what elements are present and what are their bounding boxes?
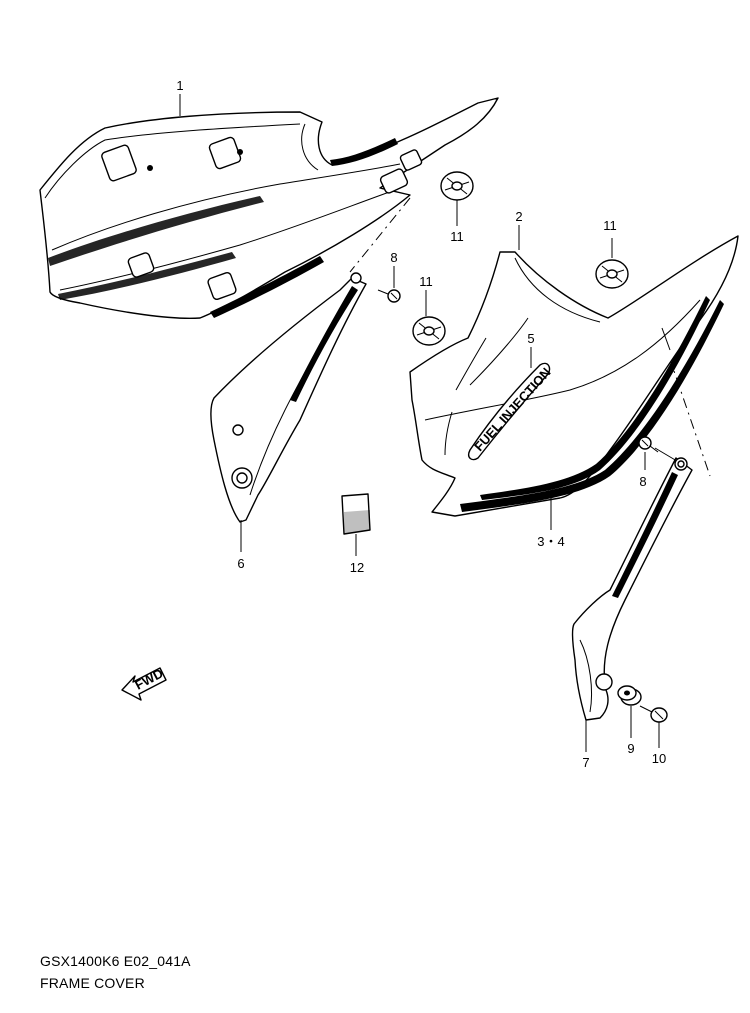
- callout-11b: 11: [603, 218, 617, 233]
- callout-8a: 8: [390, 250, 397, 265]
- part-11-grommet: [440, 171, 474, 201]
- part-6-frame-cover-left: [210, 272, 367, 523]
- diagram-code: GSX1400K6 E02_041A: [40, 953, 191, 969]
- callout-6: 6: [237, 556, 244, 571]
- callout-3-4: 3・4: [537, 534, 564, 549]
- part-9-bushing: [617, 685, 642, 706]
- part-1-seat-cowl: [39, 97, 499, 319]
- part-8-screw: [377, 289, 401, 303]
- diagram-title: FRAME COVER: [40, 975, 145, 991]
- callout-1: 1: [176, 78, 183, 93]
- callout-2: 2: [515, 209, 522, 224]
- callout-7: 7: [582, 755, 589, 770]
- part-7-frame-cover-lower: [571, 457, 693, 721]
- fwd-arrow-icon: FWD: [121, 666, 167, 701]
- callout-8b: 8: [639, 474, 646, 489]
- callout-5: 5: [527, 331, 534, 346]
- part-11-grommet: [412, 316, 446, 346]
- callout-11a: 11: [450, 229, 464, 244]
- part-11-grommet: [595, 259, 629, 289]
- leader-line: [349, 197, 411, 273]
- part-12-label: [341, 493, 371, 535]
- callout-9: 9: [627, 741, 634, 756]
- part-2-frame-cover-right: FUEL INJECTION: [409, 235, 739, 517]
- callout-11c: 11: [419, 274, 433, 289]
- part-10-bolt: [639, 705, 668, 723]
- part-8-screw: [638, 436, 659, 453]
- callout-12: 12: [350, 560, 364, 575]
- callout-10: 10: [652, 751, 666, 766]
